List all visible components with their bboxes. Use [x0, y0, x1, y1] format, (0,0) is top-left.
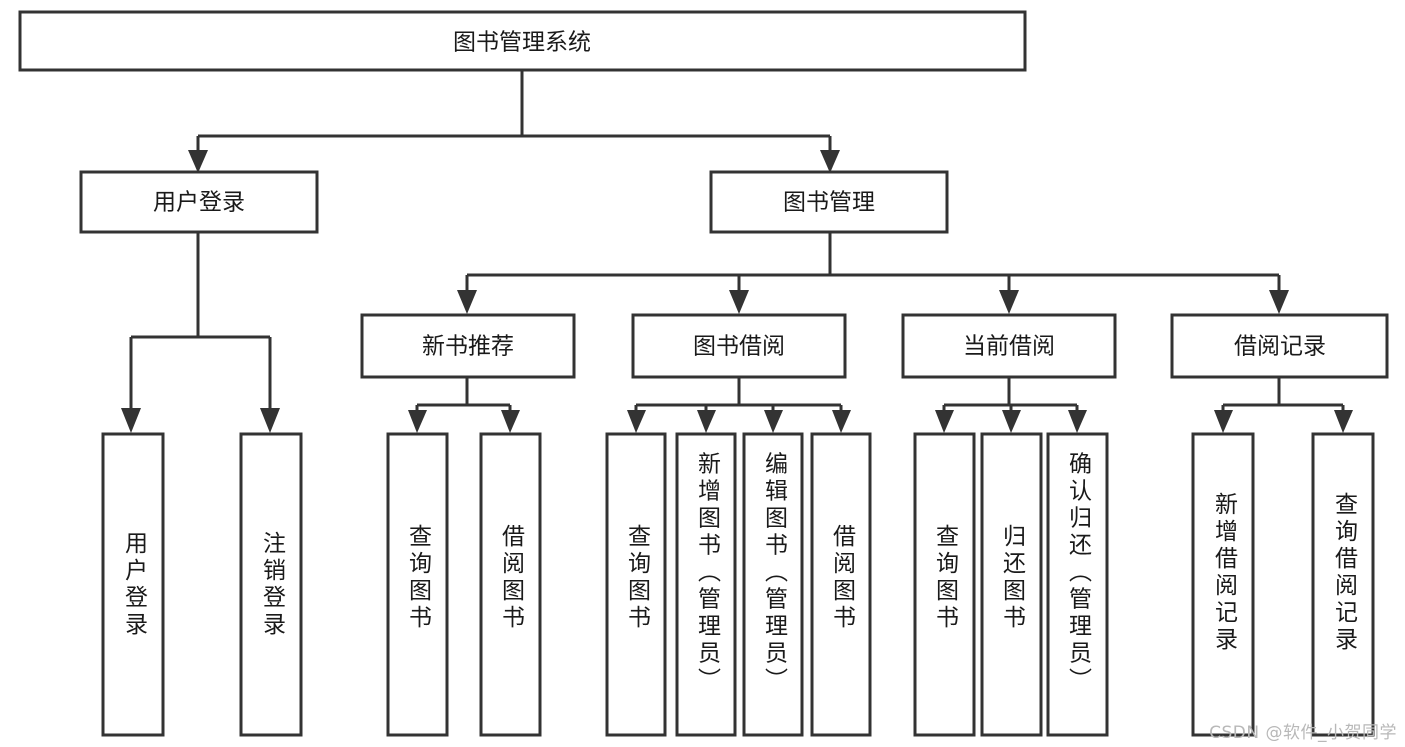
arrow-head-icon [764, 410, 783, 433]
leaf-query-record-box[interactable] [1311, 432, 1375, 737]
leaf-borrow-book-2-box[interactable] [810, 432, 872, 737]
leaf-query-book-3-label: 查询图书 [932, 524, 960, 632]
leaf-add-book-label: 新增图书（管理员） [694, 452, 722, 695]
leaf-query-book-1[interactable]: 查询图书 [386, 432, 449, 737]
node-current-borrow-label: 当前借阅 [963, 334, 1055, 360]
arrow-head-icon [188, 150, 208, 173]
leaf-return-book-box[interactable] [980, 432, 1043, 737]
leaf-borrow-book-1-label: 借阅图书 [498, 524, 526, 632]
watermark-text: CSDN @软件_小贺同学 [1209, 723, 1397, 743]
arrow-head-icon [820, 150, 840, 173]
node-root-label: 图书管理系统 [453, 30, 591, 56]
leaf-logout-login[interactable]: 注销登录 [239, 432, 303, 737]
arrow-head-icon [1269, 290, 1289, 314]
node-user-login[interactable]: 用户登录 [79, 170, 319, 234]
leaf-logout-login-box[interactable] [239, 432, 303, 737]
leaf-return-book[interactable]: 归还图书 [980, 432, 1043, 737]
arrow-head-icon [1334, 410, 1353, 433]
arrow-head-icon [121, 408, 141, 433]
leaf-add-book-box[interactable] [675, 432, 737, 737]
node-current-borrow-box[interactable] [901, 313, 1117, 379]
leaf-confirm-return-label: 确认归还（管理员） [1065, 452, 1093, 695]
arrow-head-icon [697, 410, 716, 433]
leaf-query-book-2-box[interactable] [605, 432, 667, 737]
node-new-book-rec[interactable]: 新书推荐 [360, 313, 576, 379]
arrow-head-icon [729, 290, 749, 314]
leaf-query-record-label: 查询借阅记录 [1331, 492, 1359, 654]
leaf-query-record[interactable]: 查询借阅记录 [1311, 432, 1375, 737]
node-new-book-rec-label: 新书推荐 [422, 334, 514, 360]
node-borrow-record[interactable]: 借阅记录 [1170, 313, 1389, 379]
leaf-borrow-book-2-label: 借阅图书 [829, 524, 857, 632]
arrow-head-icon [408, 410, 427, 433]
leaf-confirm-return-box[interactable] [1046, 432, 1109, 737]
leaf-query-book-3[interactable]: 查询图书 [913, 432, 976, 737]
leaf-query-book-2[interactable]: 查询图书 [605, 432, 667, 737]
leaf-edit-book-label: 编辑图书（管理员） [761, 452, 789, 695]
leaf-borrow-book-2[interactable]: 借阅图书 [810, 432, 872, 737]
node-borrow-record-label: 借阅记录 [1234, 334, 1326, 360]
arrow-head-icon [832, 410, 851, 433]
leaf-return-book-label: 归还图书 [999, 524, 1027, 632]
arrow-head-icon [501, 410, 520, 433]
arrow-head-icon [627, 410, 646, 433]
leaf-user-login[interactable]: 用户登录 [101, 432, 165, 737]
leaf-query-book-1-box[interactable] [386, 432, 449, 737]
node-new-book-rec-box[interactable] [360, 313, 576, 379]
leaf-confirm-return[interactable]: 确认归还（管理员） [1046, 432, 1109, 737]
leaf-edit-book-box[interactable] [742, 432, 804, 737]
leaf-query-book-2-label: 查询图书 [624, 524, 652, 632]
node-book-borrow[interactable]: 图书借阅 [631, 313, 847, 379]
leaf-borrow-book-1[interactable]: 借阅图书 [479, 432, 542, 737]
arrow-head-icon [999, 290, 1019, 314]
node-book-manage-box[interactable] [709, 170, 949, 234]
leaf-edit-book[interactable]: 编辑图书（管理员） [742, 432, 804, 737]
node-current-borrow[interactable]: 当前借阅 [901, 313, 1117, 379]
node-root[interactable]: 图书管理系统 [18, 10, 1027, 72]
leaf-user-login-label: 用户登录 [121, 531, 149, 639]
leaf-add-record[interactable]: 新增借阅记录 [1191, 432, 1255, 737]
edge-layer [121, 71, 1353, 433]
node-book-borrow-box[interactable] [631, 313, 847, 379]
arrow-head-icon [457, 290, 477, 314]
node-book-borrow-label: 图书借阅 [693, 334, 785, 360]
leaf-user-login-box[interactable] [101, 432, 165, 737]
arrow-head-icon [1068, 410, 1087, 433]
arrow-head-icon [1002, 410, 1021, 433]
node-borrow-record-box[interactable] [1170, 313, 1389, 379]
leaf-borrow-book-1-box[interactable] [479, 432, 542, 737]
node-book-manage[interactable]: 图书管理 [709, 170, 949, 234]
node-user-login-box[interactable] [79, 170, 319, 234]
leaf-add-record-box[interactable] [1191, 432, 1255, 737]
leaf-query-book-1-label: 查询图书 [405, 524, 433, 632]
arrow-head-icon [260, 408, 280, 433]
node-root-box[interactable] [18, 10, 1027, 72]
leaf-add-record-label: 新增借阅记录 [1211, 492, 1239, 654]
leaf-query-book-3-box[interactable] [913, 432, 976, 737]
node-book-manage-label: 图书管理 [783, 190, 875, 216]
arrow-head-icon [935, 410, 954, 433]
arrow-head-icon [1214, 410, 1233, 433]
leaf-logout-login-label: 注销登录 [259, 531, 287, 639]
node-user-login-label: 用户登录 [153, 190, 245, 216]
leaf-add-book[interactable]: 新增图书（管理员） [675, 432, 737, 737]
